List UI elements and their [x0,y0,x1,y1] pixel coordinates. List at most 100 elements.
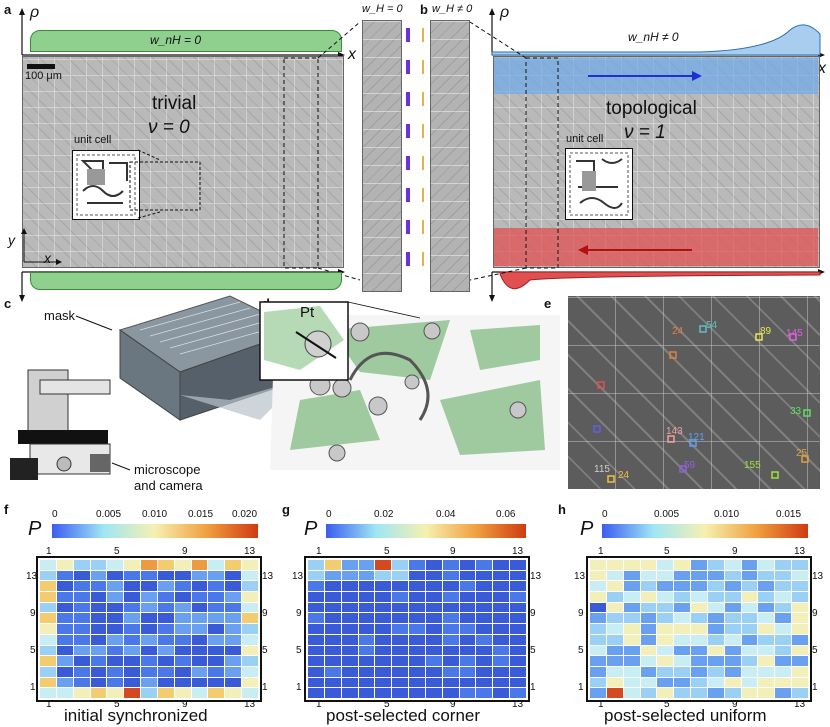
heatmap-cell [141,602,157,613]
heatmap-cell [56,666,73,677]
heatmap-cell [324,581,341,592]
y-tick-right: 1 [262,682,268,693]
heatmap-cell [792,613,808,624]
heatmap-cell [358,560,375,570]
heatmap-cell [606,581,623,592]
topological-label: topological [606,98,697,119]
colorbar [52,524,258,538]
heatmap-cell [56,656,73,666]
heatmap-cell [606,634,623,645]
heatmap-cell [425,624,442,634]
heatmap-cell [476,624,493,634]
x-axis-label-right: x [818,60,826,77]
heatmap-cell [691,613,707,624]
heatmap-cell [174,634,191,645]
heatmap-cell [476,592,493,602]
panel-label-g: g [282,502,290,517]
heatmap-cell [476,613,493,624]
heatmap-cell [707,602,724,613]
panel-label-b: b [420,2,428,17]
heatmap-cell [590,666,606,677]
pt-label: Pt [300,304,315,321]
heatmap-cell [674,624,691,634]
heatmap-cell [242,592,258,602]
panel-label-c: c [4,296,12,311]
heatmap-cell [308,581,324,592]
heatmap-cell [308,613,324,624]
heatmap-cell [157,613,174,624]
heatmap-cell [623,602,640,613]
y-tick-left: 9 [30,608,36,619]
heatmap-cell [590,581,606,592]
heatmap-cell [225,666,242,677]
heatmap-cell [341,677,358,688]
heatmap-cell [191,666,208,677]
heatmap-cell [242,656,258,666]
heatmap-cell [308,592,324,602]
heatmap-cell [208,581,225,592]
y-tick-left: 1 [30,682,36,693]
heatmap-cell [623,656,640,666]
heatmap-cell [141,645,157,656]
y-tick-right: 5 [530,645,536,656]
heatmap-cell [157,666,174,677]
nu-one-label: ν = 1 [624,122,666,143]
heatmap-cell [208,688,225,698]
heatmap-cell [425,656,442,666]
heatmap-cell [225,677,242,688]
heatmap-cell [425,677,442,688]
x-tick-top: 5 [384,546,390,557]
heatmap-cell [242,645,258,656]
track-label: 54 [706,320,718,331]
heatmap-cell [157,560,174,570]
colorbar-tick: 0.06 [496,509,516,520]
heatmap-cell [674,688,691,698]
heatmap-cell [493,688,510,698]
y-tick-right: 13 [530,571,542,582]
heatmap-cell [191,613,208,624]
heatmap-cell [590,677,606,688]
heatmap-cell [758,560,775,570]
heatmap-cell [409,677,425,688]
heatmap-cell [107,645,124,656]
heatmap-cell [40,634,56,645]
heatmap-cell [157,602,174,613]
heatmap-cell [90,602,107,613]
heatmap-cell [40,688,56,698]
heatmap-cell [707,634,724,645]
heatmap-cell [623,570,640,581]
heatmap-cell [691,602,707,613]
heatmap-cell [674,560,691,570]
heatmap-cell [191,688,208,698]
heatmap-cell [724,602,741,613]
heatmap-cell [792,656,808,666]
heatmap-cell [425,602,442,613]
heatmap-cell [157,634,174,645]
heatmap-cell [341,645,358,656]
heatmap-cell [409,634,425,645]
heatmap-cell [208,560,225,570]
heatmap-cell [107,688,124,698]
heatmap-cell [623,645,640,656]
unit-cell-inset-left [72,150,140,220]
heatmap-cell [640,666,657,677]
heatmap-cell [442,560,459,570]
x-tick-bottom: 5 [384,699,390,710]
heatmap-cell [476,560,493,570]
x-tick-top: 13 [794,546,806,557]
heatmap-cell [425,581,442,592]
heatmap-cell [493,560,510,570]
heatmap-cell [90,645,107,656]
heatmap-cell [657,613,674,624]
heatmap-cell [358,645,375,656]
heatmap-cell [141,560,157,570]
heatmap-cell [392,666,409,677]
heatmap-cell [409,645,425,656]
heatmap-cell [425,634,442,645]
heatmap-cell [40,656,56,666]
wh-nonzero-label: w_H ≠ 0 [432,3,473,15]
heatmap-cell [691,634,707,645]
heatmap-cell [724,656,741,666]
heatmap-cell [691,677,707,688]
